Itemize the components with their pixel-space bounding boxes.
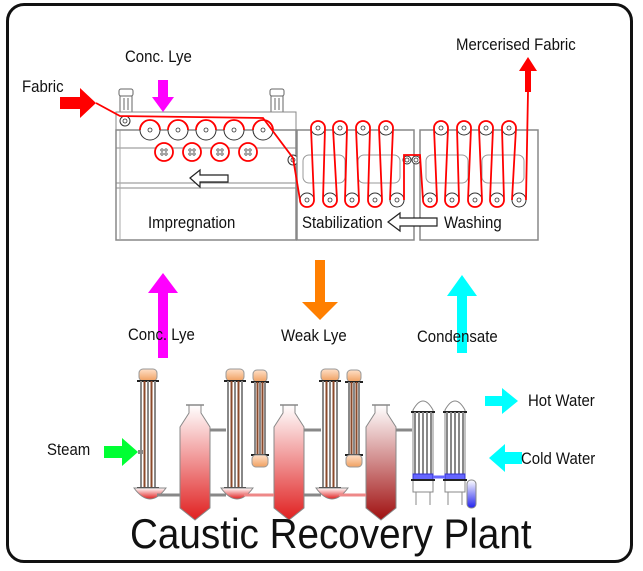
mercerising-machine [95, 88, 539, 241]
conc-lye-flow-arrow-icon [148, 273, 178, 358]
steam-label: Steam [47, 440, 91, 459]
squeeze-roller [238, 142, 258, 162]
condensate-receiver [466, 479, 477, 509]
surface-condenser [443, 400, 467, 505]
flow-label-weak-lye: Weak Lye [281, 326, 347, 345]
section-label-stabilization: Stabilization [302, 213, 383, 232]
cold-water-arrow-icon [489, 444, 522, 472]
hot-water-label: Hot Water [528, 391, 595, 410]
festoon-top-roller [501, 120, 517, 136]
section-label-washing: Washing [444, 213, 502, 232]
separator-vessel [179, 404, 211, 521]
counterflow-arrow-icon [189, 168, 229, 189]
evaporator-heater [224, 368, 246, 489]
mercerised-output-arrow-icon [519, 57, 537, 92]
heater-head [251, 454, 269, 468]
fabric-input-arrow-icon [60, 88, 96, 118]
diagram-title: Caustic Recovery Plant [130, 510, 532, 557]
conc-lye-inlet-arrow-icon [152, 80, 174, 112]
conc-lye-inlet-label: Conc. Lye [125, 47, 192, 66]
fabric-path [95, 91, 529, 201]
squeeze-roller [154, 142, 174, 162]
weak-lye-flow-arrow-icon [302, 260, 338, 320]
motor-icon [269, 88, 285, 113]
squeeze-roller [182, 142, 202, 162]
evaporator-heater [345, 369, 363, 456]
counterflow-arrow-icon [387, 211, 438, 233]
festoon-bottom-roller [389, 192, 405, 208]
transfer-roller [411, 155, 421, 165]
guide-roller [119, 115, 131, 127]
evaporator-heater [319, 368, 341, 489]
recovery-plant-equipment [133, 368, 477, 521]
fabric-label: Fabric [22, 77, 64, 96]
evaporator-heater [251, 369, 269, 456]
heater-head [345, 454, 363, 468]
separator-vessel [365, 404, 397, 521]
flow-label-conc-lye: Conc. Lye [128, 325, 195, 344]
motor-icon [118, 88, 134, 113]
mercerised-fabric-label: Mercerised Fabric [456, 35, 576, 54]
squeeze-roller [210, 142, 230, 162]
transfer-roller [402, 155, 412, 165]
separator-vessel [273, 404, 305, 521]
section-label-impregnation: Impregnation [148, 213, 236, 232]
surface-condenser [411, 400, 435, 505]
hot-water-arrow-icon [485, 388, 518, 414]
flow-label-condensate: Condensate [417, 327, 498, 346]
festoon-bottom-roller [511, 192, 527, 208]
evaporator-heater [137, 368, 159, 489]
cold-water-label: Cold Water [521, 449, 596, 468]
condensate-flow-arrow-icon [447, 275, 477, 353]
steam-arrow-icon [104, 438, 138, 466]
